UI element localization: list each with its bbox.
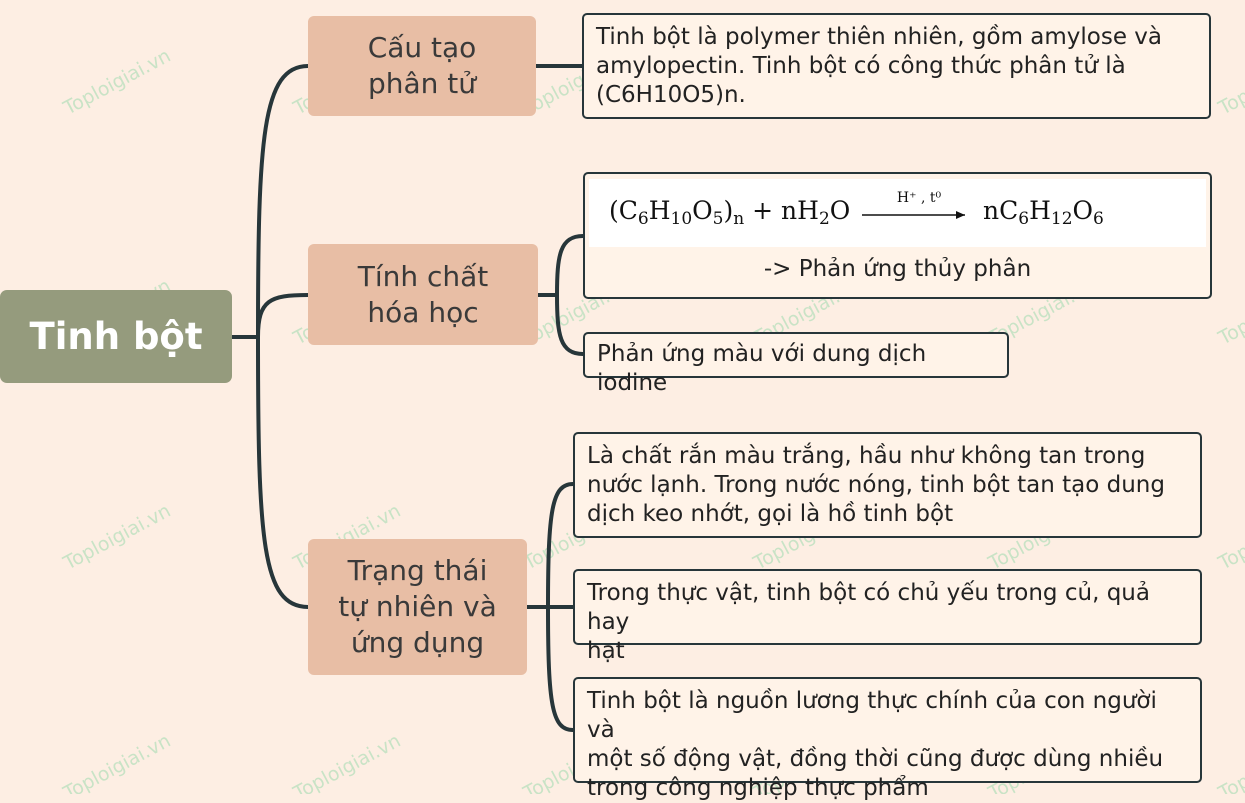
detail-line: amylopectin. Tinh bột có công thức phân … [596,53,1126,79]
root-label: Tinh bột [29,315,203,358]
detail-line: Trong thực vật, tinh bột có chủ yếu tron… [587,580,1150,635]
hydrolysis-equation: (C6H10O5)n + nH2O H⁺ , t⁰ nC6H12O6 [589,179,1206,247]
detail-line: dịch keo nhớt, gọi là hồ tinh bột [587,501,954,527]
detail-line: trong công nghiệp thực phẩm [587,775,929,801]
topic-cau-tao-phan-tu: Cấu tạo phân tử [308,16,536,116]
equation-products: nC6H12O6 [983,196,1104,230]
detail-line: một số động vật, đồng thời cũng được dùn… [587,746,1164,772]
topic-tinh-chat-hoa-hoc: Tính chất hóa học [308,244,538,345]
topic-label-line: phân tử [367,67,477,100]
detail-line: Tinh bột là polymer thiên nhiên, gồm amy… [596,24,1163,50]
detail-line: (C6H10O5)n. [596,82,746,108]
connector-root-topic-1 [256,64,310,339]
detail-iodine-reaction: Phản ứng màu với dung dịch iodine [583,332,1009,396]
hydrolysis-caption: -> Phản ứng thủy phân [763,256,1032,282]
detail-line: hạt [587,638,625,664]
detail-line: Phản ứng màu với dung dịch iodine [597,341,927,396]
connector-root-topic-2 [256,293,310,339]
topic-label-line: Tính chất [357,259,489,293]
detail-line: Là chất rắn màu trắng, hầu như không tan… [587,443,1146,469]
root-node: Tinh bột [0,290,232,383]
connector-topic-2-detail-1 [555,234,585,297]
reaction-arrow-icon: H⁺ , t⁰ [862,190,965,219]
topic-label-line: Cấu tạo [367,31,477,64]
detail-cau-tao: Tinh bột là polymer thiên nhiên, gồm amy… [582,13,1211,119]
topic-trang-thai-tu-nhien: Trạng thái tự nhiên và ứng dụng [308,539,527,675]
connector-root-topic-3 [256,335,310,609]
topic-label-line: Trạng thái [347,554,488,587]
detail-physical-state: Là chất rắn màu trắng, hầu như không tan… [573,432,1202,538]
detail-hydrolysis: (C6H10O5)n + nH2O H⁺ , t⁰ nC6H12O6 -> Ph… [583,172,1212,299]
equation-reactants: (C6H10O5)n + nH2O [609,196,851,230]
detail-line: Tinh bột là nguồn lương thực chính của c… [587,688,1157,743]
detail-line: nước lạnh. Trong nước nóng, tinh bột tan… [587,472,1165,498]
topic-label-line: hóa học [367,295,479,329]
connector-topic-3-detail-1 [546,482,575,609]
connector-topic-2-detail-2 [555,293,585,356]
connector-topic-3-detail-3 [546,605,575,732]
detail-natural-occurrence: Trong thực vật, tinh bột có chủ yếu tron… [573,569,1202,664]
topic-label-line: tự nhiên và [338,590,497,623]
reaction-condition: H⁺ , t⁰ [897,190,942,206]
detail-applications: Tinh bột là nguồn lương thực chính của c… [573,677,1202,801]
topic-label-line: ứng dụng [350,626,485,659]
